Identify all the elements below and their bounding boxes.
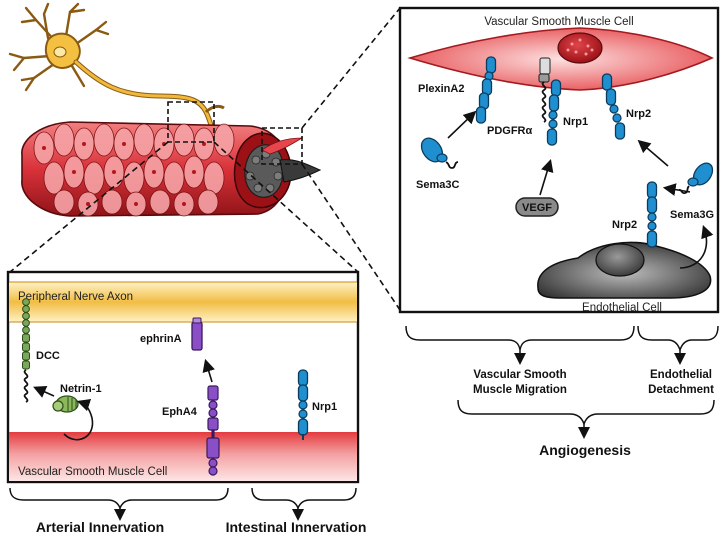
- vegf-ligand: VEGF: [515, 197, 559, 217]
- endothelial-cell-icon: [537, 241, 712, 299]
- angiogenesis-label: Angiogenesis: [539, 442, 631, 458]
- axon-band-label: Peripheral Nerve Axon: [18, 291, 133, 303]
- innervation-panel: Peripheral Nerve Axon Vascular Smooth Mu…: [6, 270, 367, 535]
- nrp2-receptor-endothelial: [646, 181, 658, 248]
- nrp1-receptor-innervation: [297, 369, 309, 440]
- epha4-label: EphA4: [162, 406, 198, 418]
- migration-line2: Muscle Migration: [473, 384, 567, 396]
- dcc-receptor: [22, 298, 30, 403]
- nrp2-label-vsmc: Nrp2: [626, 108, 651, 120]
- vsmc-nucleus: [557, 32, 603, 64]
- endothelial-cell-label: Endothelial Cell: [582, 302, 662, 314]
- ephrina-ligand: [191, 317, 203, 351]
- neuron-icon: [8, 2, 225, 139]
- vsmc-title: Vascular Smooth Muscle Cell: [484, 16, 633, 28]
- blood-vessel-icon: [21, 121, 322, 217]
- ephrina-label: ephrinA: [140, 333, 182, 345]
- nrp2-label-endothelial: Nrp2: [612, 219, 637, 231]
- vegf-label: VEGF: [522, 202, 552, 214]
- vsmc-band: [9, 432, 357, 481]
- vsmc-angiogenesis-panel: Vascular Smooth Muscle Cell PlexinA2 Sem…: [398, 6, 720, 458]
- detachment-line1: Endothelial: [650, 369, 712, 381]
- detachment-line2: Detachment: [648, 384, 714, 396]
- plexina2-label: PlexinA2: [418, 83, 464, 95]
- dcc-label: DCC: [36, 350, 60, 362]
- vsmc-band-label: Vascular Smooth Muscle Cell: [18, 466, 167, 478]
- axon-band: [9, 282, 357, 322]
- epha4-receptor: [206, 385, 220, 476]
- sema3c-ligand: [420, 137, 459, 169]
- pdgfra-receptor: [538, 57, 551, 123]
- nrp1-label-innervation: Nrp1: [312, 401, 337, 413]
- migration-line1: Vascular Smooth: [473, 369, 566, 381]
- netrin1-label: Netrin-1: [60, 383, 102, 395]
- sema3g-label: Sema3G: [670, 209, 714, 221]
- pdgfra-label: PDGFRα: [487, 125, 533, 137]
- intestinal-innervation-label: Intestinal Innervation: [226, 519, 367, 535]
- sema3c-label: Sema3C: [416, 179, 459, 191]
- arterial-innervation-label: Arterial Innervation: [36, 519, 164, 535]
- nrp1-label-vsmc: Nrp1: [563, 116, 588, 128]
